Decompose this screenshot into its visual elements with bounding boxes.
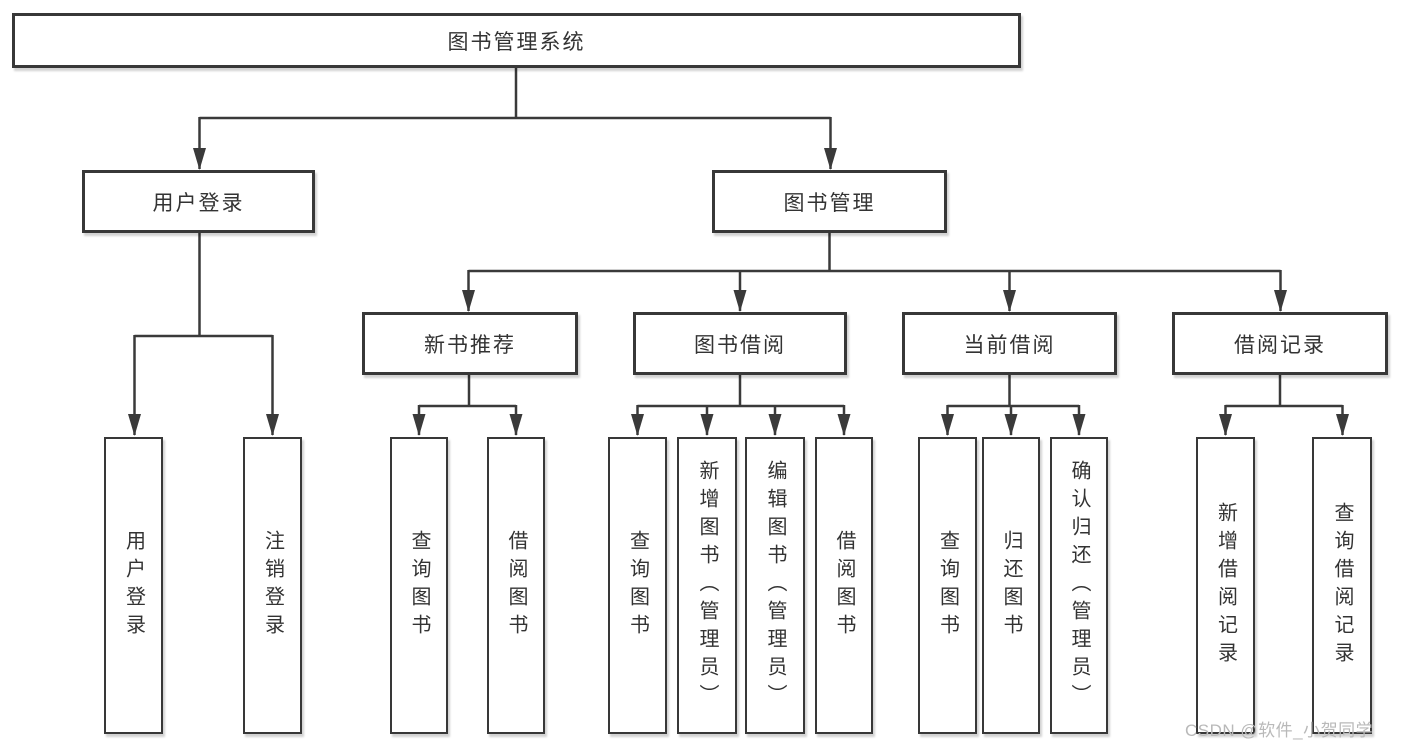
node-label: 用户登录 (152, 191, 245, 215)
node-new-book-recommend: 新书推荐 (362, 312, 578, 375)
leaf-borrow-books: 借阅图书 (815, 437, 873, 734)
leaf-query-books-recommend: 查询图书 (390, 437, 448, 734)
node-label: 确认归还（管理员） (1068, 459, 1090, 712)
node-library-management-system: 图书管理系统 (12, 13, 1021, 68)
node-label: 注销登录 (261, 529, 284, 642)
node-label: 查询图书 (936, 529, 959, 642)
node-label: 编辑图书（管理员） (764, 459, 786, 712)
leaf-edit-books-admin: 编辑图书（管理员） (745, 437, 805, 734)
leaf-borrow-books-recommend: 借阅图书 (487, 437, 545, 734)
leaf-return-books: 归还图书 (982, 437, 1040, 734)
leaf-user-login: 用户登录 (104, 437, 163, 734)
node-label: 查询借阅记录 (1331, 501, 1353, 670)
node-label: 借阅图书 (505, 529, 527, 642)
csdn-watermark: CSDN @软件_小贺同学 (1185, 721, 1374, 740)
node-user-login: 用户登录 (82, 170, 315, 233)
node-label: 当前借阅 (963, 333, 1056, 357)
node-label: 查询图书 (626, 529, 649, 642)
leaf-query-borrow-record: 查询借阅记录 (1312, 437, 1372, 734)
node-label: 借阅图书 (833, 529, 855, 642)
node-label: 新书推荐 (424, 333, 516, 357)
node-label: 图书管理 (783, 191, 876, 215)
node-label: 图书借阅 (694, 333, 786, 357)
leaf-add-borrow-record: 新增借阅记录 (1196, 437, 1255, 734)
node-label: 新增借阅记录 (1214, 501, 1237, 670)
node-borrow-record: 借阅记录 (1172, 312, 1388, 375)
node-book-borrow: 图书借阅 (633, 312, 847, 375)
leaf-query-books-current: 查询图书 (918, 437, 977, 734)
node-book-management: 图书管理 (712, 170, 947, 233)
leaf-confirm-return-admin: 确认归还（管理员） (1050, 437, 1108, 734)
node-current-borrow: 当前借阅 (902, 312, 1117, 375)
leaf-logout: 注销登录 (243, 437, 302, 734)
node-label: 图书管理系统 (447, 30, 586, 54)
node-label: 归还图书 (1000, 529, 1022, 642)
leaf-add-books-admin: 新增图书（管理员） (677, 437, 737, 734)
node-label: 新增图书（管理员） (696, 459, 718, 712)
node-label: 查询图书 (408, 529, 430, 642)
node-label: 用户登录 (122, 529, 145, 642)
leaf-query-books-borrow: 查询图书 (608, 437, 667, 734)
node-label: 借阅记录 (1234, 333, 1326, 357)
